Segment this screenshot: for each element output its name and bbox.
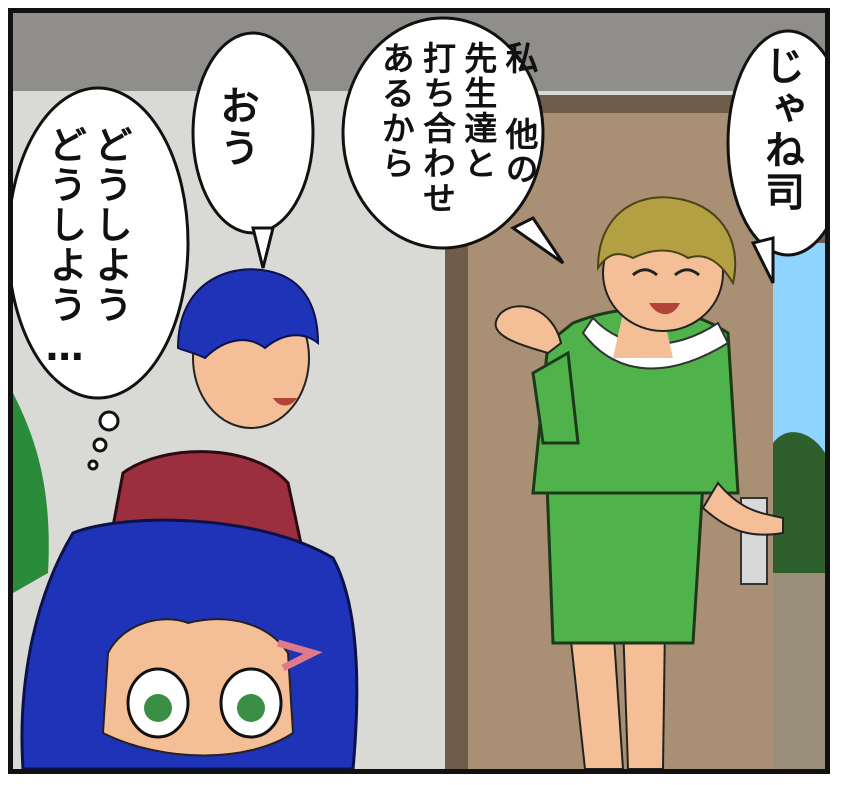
boy-bubble-text: おう <box>213 85 259 169</box>
boy-figure <box>106 268 320 555</box>
bubble-shapes <box>13 16 825 471</box>
manga-scene-art <box>13 13 825 769</box>
girl-figure <box>20 518 359 769</box>
manga-panel: じゃね司 私 他の 先生達と 打ち合わせ あるから おう どうしよう どうしよう… <box>8 8 830 774</box>
girl-thought-bubble-text: どうしよう どうしよう… <box>42 125 133 371</box>
sensei-bubble-text-2: 私 他の 先生達と 打ち合わせ あるから <box>376 41 539 216</box>
teacher-figure <box>494 196 784 769</box>
sensei-bubble-text: じゃね司 <box>758 45 804 213</box>
